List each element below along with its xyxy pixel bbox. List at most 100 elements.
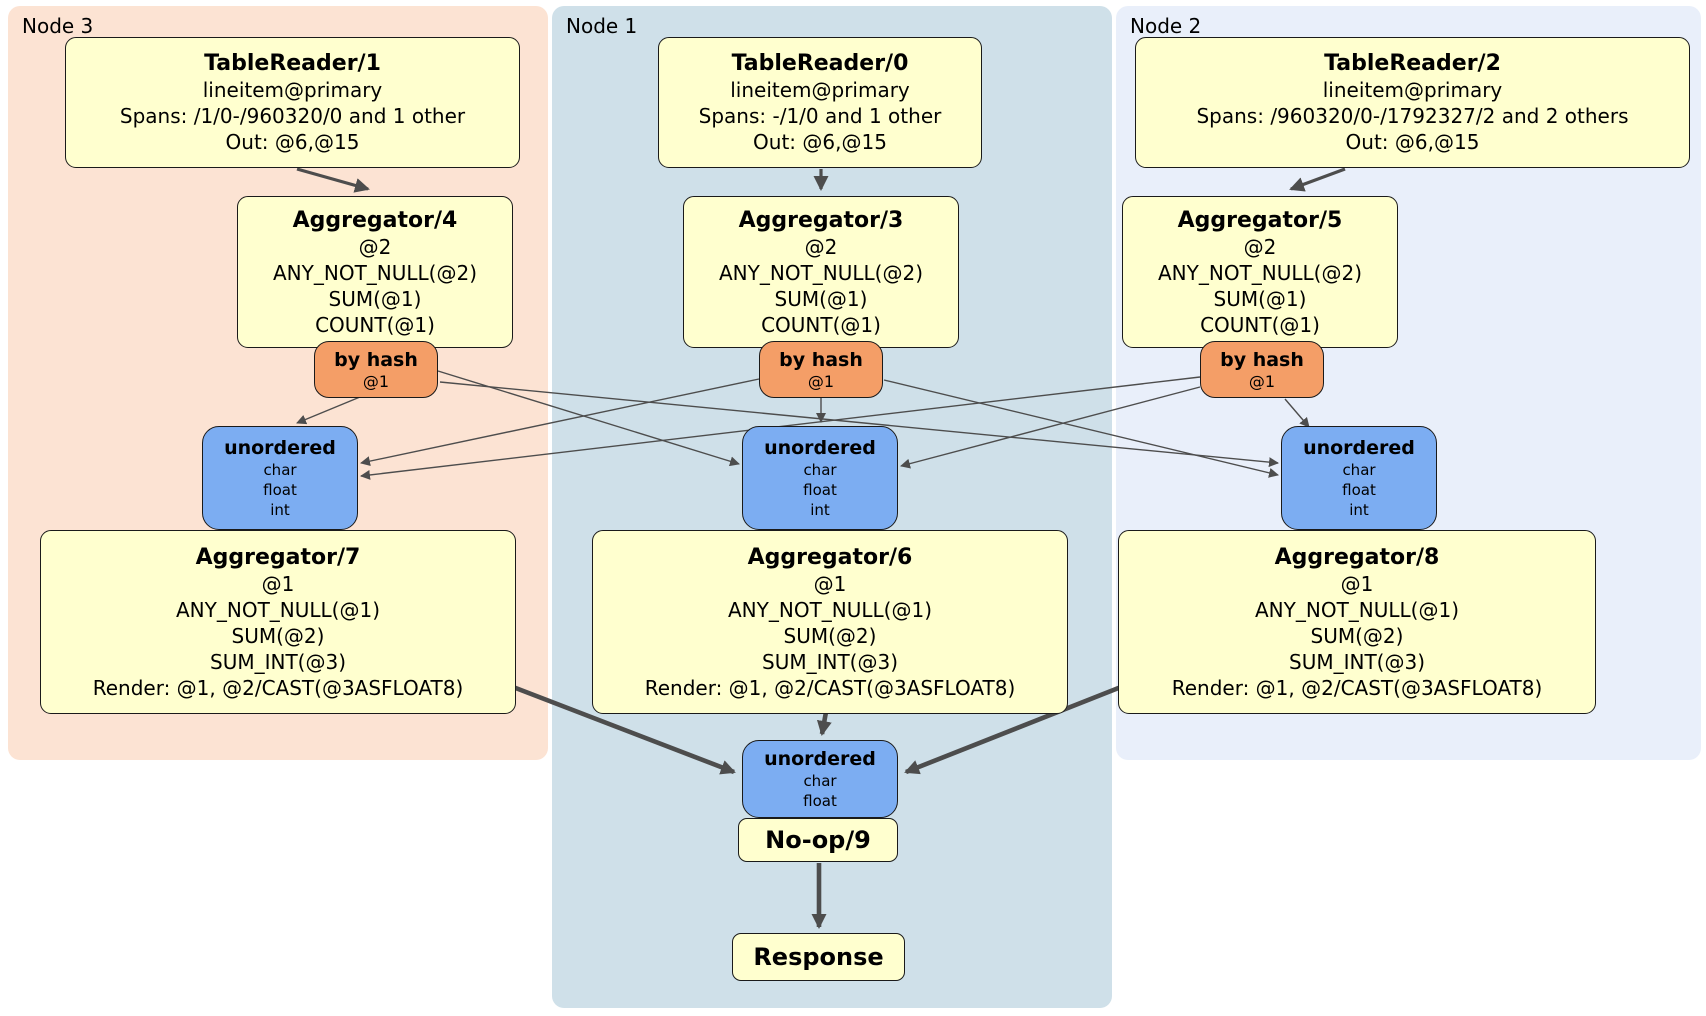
node-tablereader-2: TableReader/2 lineitem@primary Spans: /9… [1135, 37, 1690, 168]
node-tablereader-0: TableReader/0 lineitem@primary Spans: -/… [658, 37, 982, 168]
panel-node1-label: Node 1 [566, 14, 638, 38]
edge-agg7-syncF [512, 684, 736, 775]
node-aggregator-8: Aggregator/8 @1 ANY_NOT_NULL(@1) SUM(@2)… [1118, 530, 1596, 714]
sync-detail: int [270, 501, 290, 519]
node-detail: Render: @1, @2/CAST(@3ASFLOAT8) [92, 675, 464, 700]
node-title: Aggregator/3 [738, 207, 904, 233]
sync-detail: float [803, 481, 837, 499]
node-title: Aggregator/6 [747, 544, 913, 570]
node-aggregator-5: Aggregator/5 @2 ANY_NOT_NULL(@2) SUM(@1)… [1122, 196, 1398, 348]
sync-detail: char [1342, 461, 1376, 479]
node-detail: @2 [804, 234, 838, 259]
node-detail: lineitem@primary [730, 78, 910, 102]
node-detail: SUM(@2) [231, 623, 325, 648]
node-detail: Render: @1, @2/CAST(@3ASFLOAT8) [1171, 675, 1543, 700]
edge-hash3-sync2 [439, 381, 1279, 468]
sync-detail: int [810, 501, 830, 519]
node-detail: @2 [1243, 234, 1277, 259]
sync-title: unordered [764, 437, 876, 459]
router-detail: @1 [807, 371, 835, 391]
node-response: Response [732, 933, 905, 981]
node-detail: SUM(@2) [783, 623, 877, 648]
edge-hash3-sync3 [296, 396, 361, 425]
node-title: Aggregator/4 [292, 207, 458, 233]
node-detail: Spans: /960320/0-/1792327/2 and 2 others [1196, 104, 1629, 128]
router-by-hash-node3: by hash @1 [314, 341, 438, 398]
panel-node3-label: Node 3 [22, 14, 94, 38]
sync-title: unordered [764, 748, 876, 770]
node-detail: Spans: -/1/0 and 1 other [698, 104, 942, 128]
sync-unordered-node1: unordered char float int [742, 426, 898, 530]
node-detail: SUM_INT(@3) [210, 649, 346, 674]
node-title: Aggregator/7 [195, 544, 361, 570]
edge-hash1-sync2 [883, 379, 1279, 478]
node-title: No-op/9 [765, 826, 871, 854]
node-title: Aggregator/5 [1177, 207, 1343, 233]
node-aggregator-7: Aggregator/7 @1 ANY_NOT_NULL(@1) SUM(@2)… [40, 530, 516, 714]
node-detail: COUNT(@1) [761, 312, 881, 337]
node-detail: ANY_NOT_NULL(@1) [728, 597, 932, 622]
router-title: by hash [1220, 348, 1304, 371]
node-detail: @1 [813, 571, 847, 596]
sync-detail: char [263, 461, 297, 479]
node-title: Aggregator/8 [1274, 544, 1440, 570]
node-aggregator-3: Aggregator/3 @2 ANY_NOT_NULL(@2) SUM(@1)… [683, 196, 959, 348]
sync-detail: int [1349, 501, 1369, 519]
router-detail: @1 [1248, 371, 1276, 391]
node-detail: Render: @1, @2/CAST(@3ASFLOAT8) [644, 675, 1016, 700]
node-detail: SUM(@1) [328, 286, 422, 311]
node-detail: @2 [358, 234, 392, 259]
sync-detail: char [803, 772, 837, 790]
edge-tr1-agg4 [296, 167, 370, 193]
node-title: TableReader/1 [204, 51, 381, 76]
node-aggregator-6: Aggregator/6 @1 ANY_NOT_NULL(@1) SUM(@2)… [592, 530, 1068, 714]
node-no-op-9: No-op/9 [738, 818, 898, 862]
edge-hash1-sync3 [360, 378, 760, 467]
edge-hash2-sync2 [1284, 398, 1310, 428]
sync-detail: float [1342, 481, 1376, 499]
edge-hash3-sync1 [437, 370, 740, 467]
edge-agg6-syncF [816, 711, 832, 736]
node-detail: SUM(@1) [1213, 286, 1307, 311]
router-title: by hash [779, 348, 863, 371]
edge-hash2-sync1 [900, 386, 1201, 469]
node-detail: lineitem@primary [202, 78, 383, 102]
sync-detail: float [803, 792, 837, 810]
router-title: by hash [334, 348, 418, 371]
sync-detail: float [263, 481, 297, 499]
node-aggregator-4: Aggregator/4 @2 ANY_NOT_NULL(@2) SUM(@1)… [237, 196, 513, 348]
node-detail: Out: @6,@15 [1345, 130, 1480, 154]
node-detail: Out: @6,@15 [225, 130, 360, 154]
router-by-hash-node2: by hash @1 [1200, 341, 1324, 398]
sync-title: unordered [1303, 437, 1415, 459]
node-detail: SUM(@1) [774, 286, 868, 311]
node-detail: ANY_NOT_NULL(@2) [273, 260, 477, 285]
sync-unordered-node2: unordered char float int [1281, 426, 1437, 530]
node-detail: SUM_INT(@3) [762, 649, 898, 674]
sync-unordered-final: unordered char float [742, 740, 898, 818]
edge-agg8-syncF [904, 684, 1122, 775]
node-detail: lineitem@primary [1322, 78, 1503, 102]
node-detail: @1 [261, 571, 295, 596]
edge-tr2-agg5 [1289, 167, 1346, 192]
node-tablereader-1: TableReader/1 lineitem@primary Spans: /1… [65, 37, 520, 168]
sync-detail: char [803, 461, 837, 479]
node-title: TableReader/0 [731, 51, 909, 76]
node-detail: ANY_NOT_NULL(@2) [719, 260, 923, 285]
node-title: TableReader/2 [1324, 51, 1501, 76]
node-detail: SUM_INT(@3) [1289, 649, 1425, 674]
sync-unordered-node3: unordered char float int [202, 426, 358, 530]
node-detail: SUM(@2) [1310, 623, 1404, 648]
node-detail: COUNT(@1) [1200, 312, 1320, 337]
router-by-hash-node1: by hash @1 [759, 341, 883, 398]
router-detail: @1 [362, 371, 390, 391]
node-detail: Spans: /1/0-/960320/0 and 1 other [119, 104, 466, 128]
panel-node2-label: Node 2 [1130, 14, 1202, 38]
node-detail: ANY_NOT_NULL(@1) [1255, 597, 1459, 622]
node-detail: Out: @6,@15 [753, 130, 887, 154]
node-detail: @1 [1340, 571, 1374, 596]
node-detail: ANY_NOT_NULL(@1) [176, 597, 380, 622]
node-title: Response [753, 943, 884, 971]
sync-title: unordered [224, 437, 336, 459]
